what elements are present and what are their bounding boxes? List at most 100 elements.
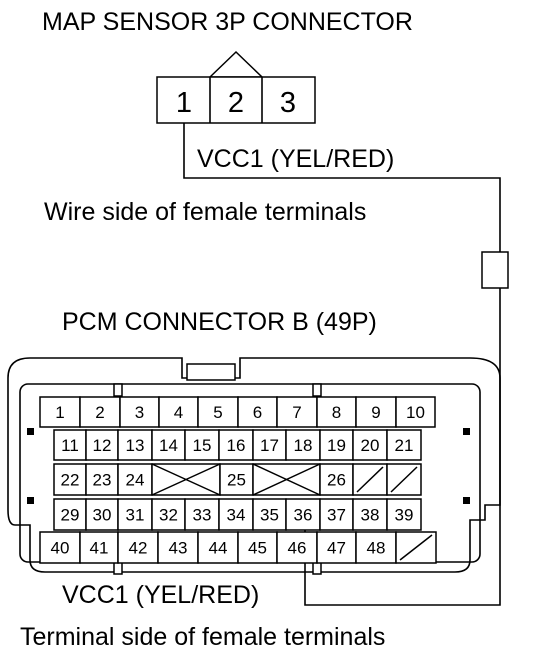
pcm-terminal-43: 43 — [169, 539, 188, 558]
pcm-terminal-19: 19 — [327, 436, 346, 455]
pcm-terminal-cell: 12 — [85, 429, 119, 461]
pcm-terminal-cell: 14 — [151, 429, 186, 461]
pcm-terminal-cell: 26 — [319, 463, 354, 496]
pcm-terminal-cell: 43 — [157, 531, 199, 564]
pcm-terminal-48: 48 — [367, 539, 386, 558]
pcm-terminal-11: 11 — [61, 436, 79, 455]
map-connector-title: MAP SENSOR 3P CONNECTOR — [42, 8, 413, 36]
pcm-terminal-cell: 30 — [85, 498, 119, 531]
pcm-terminal-36: 36 — [294, 506, 313, 525]
pcm-terminal-38: 38 — [361, 506, 380, 525]
map-pin-2: 2 — [228, 87, 244, 119]
pcm-terminal-cell: 17 — [252, 429, 287, 461]
pcm-terminal-24: 24 — [126, 471, 145, 490]
pcm-terminal-cell: 15 — [184, 429, 220, 461]
pcm-terminal-cell: 3 — [119, 396, 160, 428]
pcm-terminal-34: 34 — [227, 506, 246, 525]
pcm-terminal-cell: 32 — [151, 498, 186, 531]
pcm-terminal-33: 33 — [193, 506, 212, 525]
map-pin-1: 1 — [176, 87, 192, 119]
pcm-terminal-cell: 36 — [285, 498, 321, 531]
pcm-terminal-40: 40 — [51, 539, 70, 558]
pcm-terminal-cell: 44 — [197, 531, 239, 564]
pcm-terminal-44: 44 — [209, 539, 228, 558]
pcm-terminal-45: 45 — [248, 539, 267, 558]
pcm-terminal-cell: 48 — [355, 531, 397, 564]
pcm-terminal-cell: 35 — [252, 498, 287, 531]
pcm-terminal-cell: 24 — [117, 463, 153, 496]
pcm-connector-title: PCM CONNECTOR B (49P) — [62, 308, 377, 336]
pcm-terminal-cell: 6 — [237, 396, 278, 428]
pcm-terminal-cell — [252, 463, 321, 496]
pcm-terminal-25: 25 — [227, 471, 246, 490]
pcm-terminal-20: 20 — [361, 436, 380, 455]
pcm-terminal-15: 15 — [193, 436, 212, 455]
pcm-terminal-42: 42 — [129, 539, 148, 558]
pcm-terminal-3: 3 — [135, 403, 144, 422]
pcm-terminal-7: 7 — [292, 403, 301, 422]
map-pin-3: 3 — [280, 87, 296, 119]
pcm-terminal-31: 31 — [126, 506, 145, 525]
pcm-terminal-cell: 40 — [39, 531, 81, 564]
pcm-terminal-37: 37 — [327, 506, 346, 525]
pcm-terminal-4: 4 — [174, 403, 183, 422]
map-wire-label: VCC1 (YEL/RED) — [197, 145, 394, 173]
pcm-terminal-cell: 4 — [158, 396, 199, 428]
pcm-terminal-cell: 31 — [117, 498, 153, 531]
pcm-terminal-cell: 45 — [237, 531, 278, 564]
pcm-terminal-cell: 47 — [316, 531, 357, 564]
pcm-terminal-cell: 33 — [184, 498, 220, 531]
pcm-terminal-32: 32 — [159, 506, 178, 525]
pcm-terminal-23: 23 — [93, 471, 112, 490]
pcm-terminal-cell: 7 — [276, 396, 318, 428]
pcm-terminal-41: 41 — [90, 539, 109, 558]
pcm-terminal-26: 26 — [327, 471, 346, 490]
pcm-terminal-17: 17 — [260, 436, 279, 455]
pcm-terminal-cell: 41 — [79, 531, 119, 564]
pcm-terminal-cell — [395, 531, 437, 564]
pcm-wire-label: VCC1 (YEL/RED) — [62, 581, 259, 609]
pcm-terminal-12: 12 — [93, 436, 112, 455]
pcm-terminal-cell: 19 — [319, 429, 354, 461]
pcm-terminal-cell: 38 — [352, 498, 388, 531]
pcm-terminal-cell: 34 — [218, 498, 254, 531]
pcm-terminal-cell: 23 — [85, 463, 119, 496]
pcm-terminal-6: 6 — [253, 403, 262, 422]
pcm-terminal-29: 29 — [61, 506, 80, 525]
pcm-terminal-cell: 46 — [276, 531, 318, 564]
pcm-terminal-10: 10 — [406, 403, 425, 422]
pcm-terminal-13: 13 — [126, 436, 145, 455]
pcm-terminal-46: 46 — [288, 539, 307, 558]
pcm-terminal-cell: 16 — [218, 429, 254, 461]
pcm-terminal-30: 30 — [93, 506, 112, 525]
pcm-terminal-cell: 1 — [39, 396, 81, 428]
pcm-terminal-18: 18 — [294, 436, 313, 455]
pcm-terminal-cell: 22 — [53, 463, 87, 496]
map-connector: 1 2 3 — [156, 50, 316, 124]
pcm-terminal-cell: 20 — [352, 429, 388, 461]
pcm-terminal-14: 14 — [159, 436, 178, 455]
pcm-terminal-5: 5 — [213, 403, 222, 422]
map-view-label: Wire side of female terminals — [44, 198, 366, 226]
pcm-terminal-cell: 11 — [53, 429, 87, 461]
pcm-terminal-8: 8 — [332, 403, 341, 422]
pcm-terminal-cell: 39 — [386, 498, 422, 531]
pcm-terminal-22: 22 — [61, 471, 80, 490]
pcm-terminal-cell: 10 — [395, 396, 436, 428]
pcm-terminal-cell: 21 — [386, 429, 422, 461]
pcm-terminal-cell: 37 — [319, 498, 354, 531]
pcm-terminal-cell: 25 — [219, 463, 254, 496]
inline-junction — [481, 251, 509, 289]
pcm-terminal-21: 21 — [395, 436, 414, 455]
pcm-terminal-9: 9 — [371, 403, 380, 422]
pcm-terminal-cell: 18 — [285, 429, 321, 461]
pcm-terminal-cell: 8 — [316, 396, 357, 428]
pcm-terminal-cell: 9 — [355, 396, 397, 428]
pcm-terminal-cell: 5 — [197, 396, 239, 428]
pcm-terminal-cell — [151, 463, 221, 496]
pcm-terminal-cell: 29 — [53, 498, 87, 531]
pcm-terminal-39: 39 — [395, 506, 414, 525]
